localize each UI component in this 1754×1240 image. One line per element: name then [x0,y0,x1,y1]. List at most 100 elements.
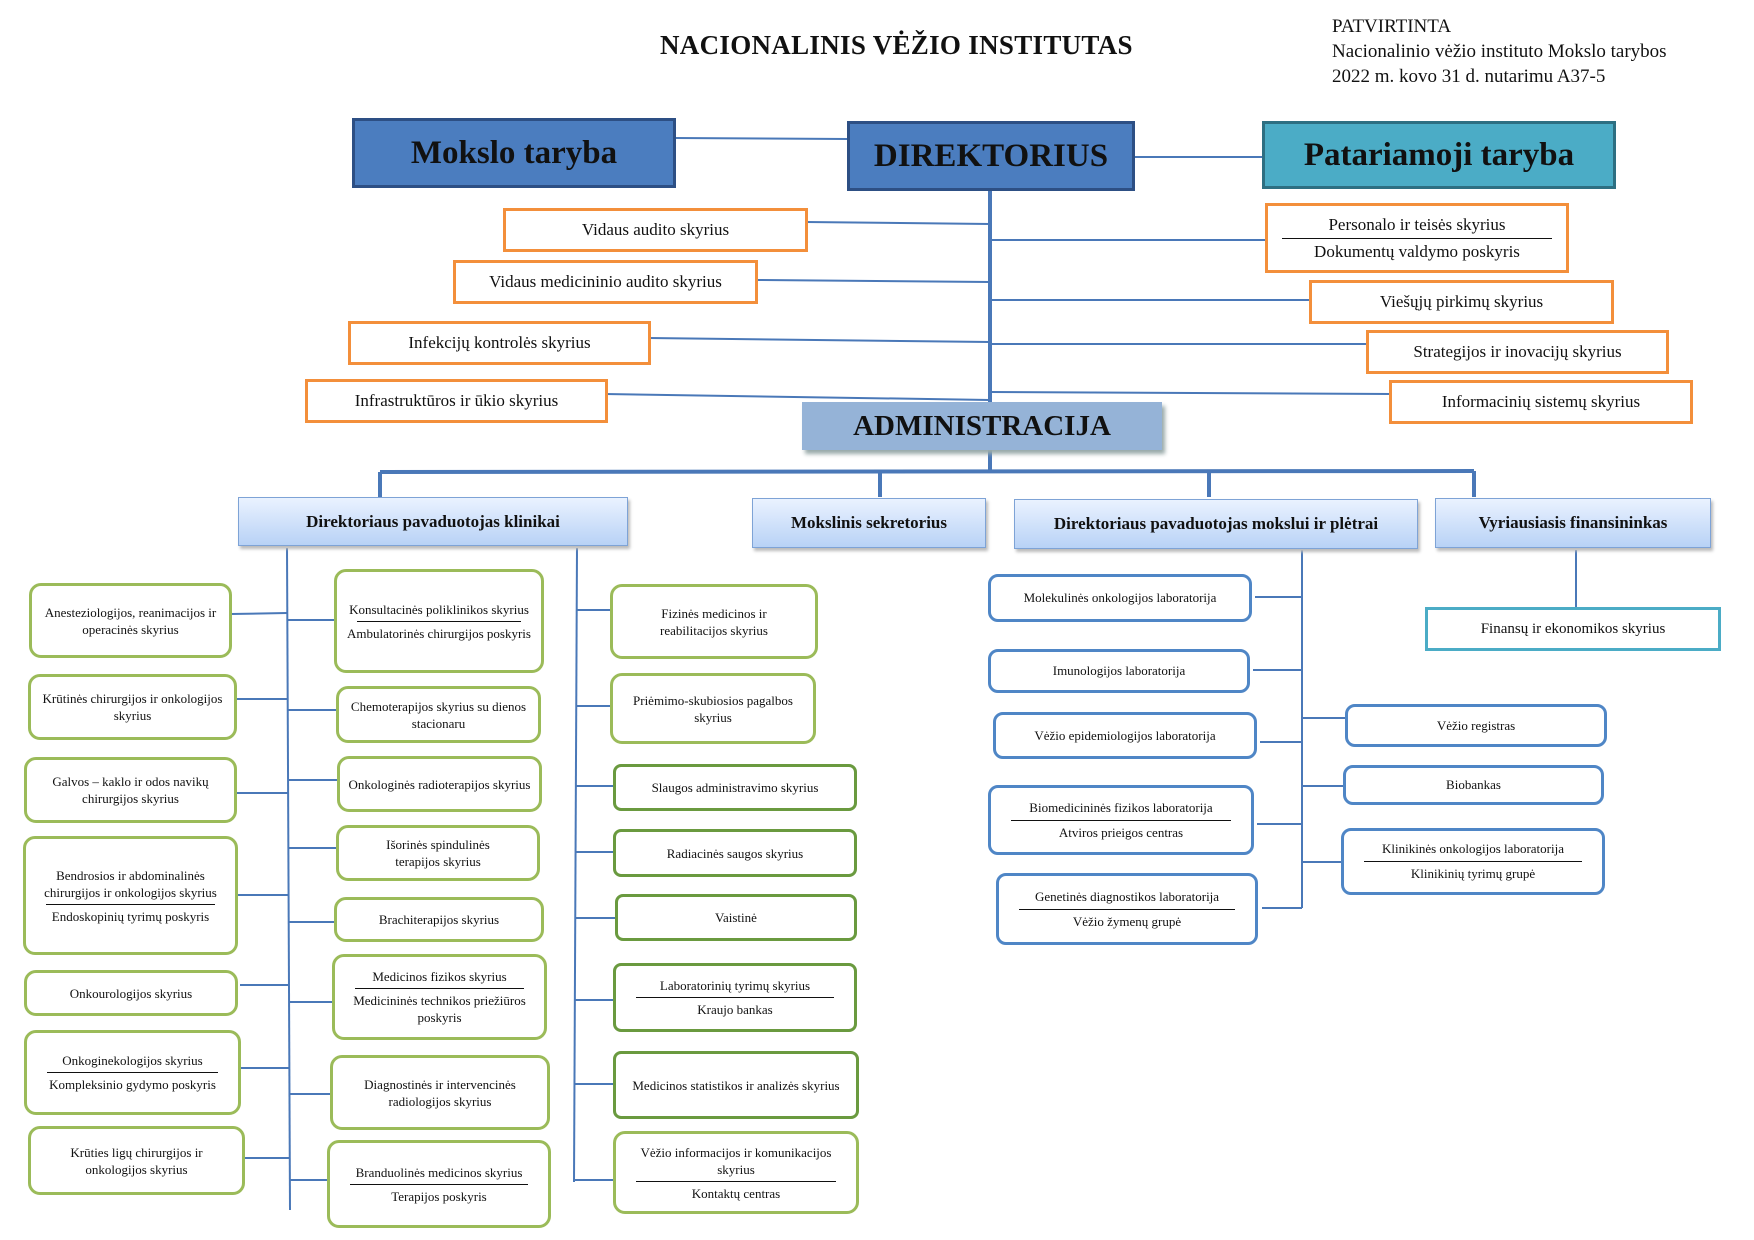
department-label: Galvos – kaklo ir odos navikų chirurgijo… [52,774,209,806]
deputy-box: Mokslinis sekretorius [752,498,986,548]
department-label: Priėmimo-skubiosios pagalbos skyrius [633,692,793,725]
director-unit-label: Strategijos ir inovacijų skyrius [1413,342,1622,361]
department-box: Konsultacinės poliklinikos skyrius Ambul… [334,569,544,673]
department-label: Slaugos administravimo skyrius [651,780,819,795]
patariamoji-taryba-box: Patariamoji taryba [1262,121,1616,189]
separator [1019,908,1235,910]
director-unit-box: Strategijos ir inovacijų skyrius [1366,330,1669,374]
department-box: Priėmimo-skubiosios pagalbos skyrius [610,673,816,744]
department-label: Fizinės medicinos ir reabilitacijos skyr… [660,605,768,638]
finance-unit-label: Finansų ir ekonomikos skyrius [1480,620,1666,637]
approval-line: Nacionalinio vėžio instituto Mokslo tary… [1332,41,1667,62]
deputy-label: Mokslinis sekretorius [790,513,947,532]
director-unit-box: Infekcijų kontrolės skyrius [348,321,651,365]
subunit-label: Klinikinių tyrimų grupė [1410,866,1536,881]
mokslo-taryba-box: Mokslo taryba [352,118,676,188]
department-box: Fizinės medicinos ir reabilitacijos skyr… [610,584,818,659]
laboratory-box: Biobankas [1343,765,1604,805]
laboratory-box: Genetinės diagnostikos laboratorija Vėži… [996,873,1258,945]
director-unit-box: Vidaus audito skyrius [503,208,808,252]
laboratory-box: Vėžio epidemiologijos laboratorija [993,712,1257,759]
separator [636,997,834,998]
department-label: Radiacinės saugos skyrius [666,845,804,861]
department-label: Krūties ligų chirurgijos ir onkologijos … [70,1144,203,1177]
department-box: Krūtinės chirurgijos ir onkologijos skyr… [28,674,237,740]
approval-line: PATVIRTINTA [1332,16,1452,37]
laboratory-label: Imunologijos laboratorija [1052,663,1186,678]
department-box: Medicinos statistikos ir analizės skyriu… [613,1051,859,1119]
laboratory-box: Imunologijos laboratorija [988,649,1250,693]
department-label: Bendrosios ir abdominalinės chirurgijos … [44,867,217,900]
subunit-label: Kontaktų centras [691,1185,781,1201]
separator [636,1180,836,1182]
laboratory-label: Biobankas [1446,777,1501,792]
director-unit-box: Vidaus medicininio audito skyrius [453,260,758,304]
department-box: Brachiterapijos skyrius [334,897,544,942]
department-box: Radiacinės saugos skyrius [613,829,857,877]
laboratory-box: Molekulinės onkologijos laboratorija [988,574,1252,622]
department-box: Laboratorinių tyrimų skyrius Kraujo bank… [613,963,857,1032]
separator [350,1183,528,1185]
deputy-label: Direktoriaus pavaduotojas klinikai [306,511,560,531]
deputy-label: Direktoriaus pavaduotojas mokslui ir plė… [1053,514,1379,533]
deputy-box: Direktoriaus pavaduotojas mokslui ir plė… [1014,499,1418,549]
subunit-label: Atviros prieigos centras [1058,824,1184,840]
director-unit-box: Informacinių sistemų skyrius [1389,380,1693,424]
department-label: Branduolinės medicinos skyrius [355,1164,523,1180]
department-box: Galvos – kaklo ir odos navikų chirurgijo… [24,757,237,823]
deputy-box: Vyriausiasis finansininkas [1435,498,1711,548]
administracija-label: ADMINISTRACIJA [853,409,1111,442]
subunit-label: Medicininės technikos priežiūros poskyri… [353,993,526,1025]
approval-note: PATVIRTINTA Nacionalinio vėžio instituto… [1332,14,1667,89]
separator [47,1072,218,1073]
laboratory-label: Vėžio epidemiologijos laboratorija [1034,727,1216,743]
department-box: Išorinės spindulinės terapijos skyrius [336,825,540,881]
laboratory-box: Vėžio registras [1345,704,1607,747]
department-box: Branduolinės medicinos skyrius Terapijos… [327,1140,551,1228]
department-box: Krūties ligų chirurgijos ir onkologijos … [28,1126,245,1195]
department-box: Anesteziologijos, reanimacijos ir operac… [29,583,232,658]
subunit-label: Terapijos poskyris [391,1188,487,1204]
laboratory-box: Biomedicininės fizikos laboratorija Atvi… [988,785,1254,855]
department-box: Vėžio informacijos ir komunikacijos skyr… [613,1131,859,1214]
subunit-label: Kompleksinio gydymo poskyris [49,1077,216,1092]
department-label: Onkologinės radioterapijos skyrius [348,776,531,792]
department-box: Diagnostinės ir intervencinės radiologij… [330,1055,550,1130]
department-label: Medicinos statistikos ir analizės skyriu… [632,1077,840,1093]
laboratory-label: Molekulinės onkologijos laboratorija [1023,590,1217,605]
director-unit-label: Vidaus medicininio audito skyrius [489,272,722,291]
laboratory-box: Klinikinės onkologijos laboratorija Klin… [1341,828,1605,895]
separator [357,620,521,622]
department-box: Bendrosios ir abdominalinės chirurgijos … [23,836,238,955]
approval-line: 2022 m. kovo 31 d. nutarimu A37-5 [1332,66,1606,87]
separator [1364,861,1582,862]
department-label: Brachiterapijos skyrius [378,912,500,927]
subunit-label: Kraujo bankas [697,1002,773,1017]
subunit-label: Vėžio žymenų grupė [1072,913,1182,929]
director-unit-label: Viešųjų pirkimų skyrius [1379,292,1544,311]
separator [1011,819,1231,821]
department-box: Onkourologijos skyrius [24,970,238,1016]
separator [1282,237,1552,239]
finance-unit-box: Finansų ir ekonomikos skyrius [1425,607,1721,651]
department-label: Konsultacinės poliklinikos skyrius [349,601,529,617]
personalo-box: Personalo ir teisės skyrius Dokumentų va… [1265,203,1569,273]
director-unit-box: Infrastruktūros ir ūkio skyrius [305,379,608,423]
dokumentu-label: Dokumentų valdymo poskyris [1314,241,1520,261]
department-label: Laboratorinių tyrimų skyrius [659,978,811,993]
direktorius-box: DIREKTORIUS [847,121,1135,191]
subunit-label: Ambulatorinės chirurgijos poskyris [347,625,531,641]
administracija-box: ADMINISTRACIJA [802,402,1162,450]
department-label: Diagnostinės ir intervencinės radiologij… [364,1076,516,1109]
department-box: Vaistinė [615,894,857,941]
director-unit-label: Infekcijų kontrolės skyrius [408,333,591,352]
direktorius-label: DIREKTORIUS [873,137,1109,174]
separator [46,903,215,905]
laboratory-label: Klinikinės onkologijos laboratorija [1382,841,1564,856]
director-unit-box: Viešųjų pirkimų skyrius [1309,280,1614,324]
laboratory-label: Biomedicininės fizikos laboratorija [1029,799,1213,815]
department-label: Onkoginekologijos skyrius [62,1053,203,1068]
laboratory-label: Genetinės diagnostikos laboratorija [1034,888,1220,904]
personalo-label: Personalo ir teisės skyrius [1328,214,1506,234]
